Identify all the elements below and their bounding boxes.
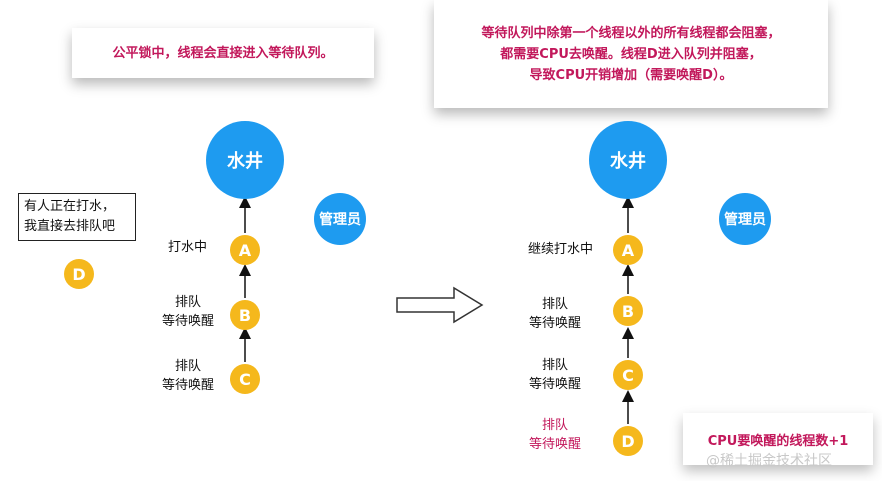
- cpu-note-text: CPU要唤醒的线程数+1: [707, 433, 849, 449]
- watermark: @稀土掘金技术社区: [706, 453, 832, 469]
- label-line: 等待唤醒: [529, 437, 582, 452]
- thread-b-right-label: 排队 等待唤醒: [529, 295, 581, 333]
- speech-line-2: 我直接去排队吧: [24, 219, 116, 234]
- label-line: 排队: [175, 359, 202, 374]
- thread-c-left-label: 排队 等待唤醒: [162, 357, 214, 395]
- right-note-line-1: 等待队列中除第一个线程以外的所有线程都会阻塞，: [481, 25, 781, 41]
- thread-b-right: B: [613, 296, 643, 326]
- thread-d-right: D: [613, 426, 643, 456]
- thread-letter: D: [621, 431, 635, 451]
- label-line: 等待唤醒: [529, 377, 582, 392]
- label-line: 排队: [542, 358, 569, 373]
- well-node-right: 水井: [589, 121, 667, 199]
- label-line: 继续打水中: [528, 242, 594, 257]
- left-note-text: 公平锁中，线程会直接进入等待队列。: [112, 45, 334, 61]
- well-label-right: 水井: [610, 151, 646, 172]
- well-label-left: 水井: [227, 151, 263, 172]
- speech-line-1: 有人正在打水，: [24, 199, 116, 214]
- label-line: 等待唤醒: [529, 316, 582, 331]
- thread-letter: A: [238, 240, 252, 260]
- admin-node-left: 管理员: [314, 193, 366, 245]
- thread-c-left: C: [230, 364, 260, 394]
- speech-box: 有人正在打水， 我直接去排队吧: [18, 193, 136, 241]
- label-line: 排队: [542, 418, 569, 433]
- thread-letter: A: [621, 240, 635, 260]
- label-line: 排队: [542, 297, 569, 312]
- cpu-note: CPU要唤醒的线程数+1: [683, 413, 873, 465]
- label-line: 等待唤醒: [162, 378, 215, 393]
- thread-a-left-label: 打水中: [168, 238, 207, 257]
- right-note-line-3: 导致CPU开销增加（需要唤醒D）。: [529, 67, 733, 83]
- thread-b-left-label: 排队 等待唤醒: [162, 293, 214, 331]
- thread-a-right-label: 继续打水中: [528, 240, 593, 259]
- label-line: 排队: [175, 295, 202, 310]
- thread-letter: D: [72, 264, 86, 284]
- admin-label-right: 管理员: [724, 212, 766, 228]
- thread-a-right: A: [613, 235, 643, 265]
- label-line: 等待唤醒: [162, 314, 215, 329]
- thread-letter: C: [622, 365, 634, 385]
- thread-c-right: C: [613, 360, 643, 390]
- thread-b-left: B: [230, 300, 260, 330]
- admin-label-left: 管理员: [319, 212, 361, 228]
- transition-arrow: [396, 286, 484, 324]
- thread-letter: B: [238, 305, 252, 325]
- right-note: 等待队列中除第一个线程以外的所有线程都会阻塞， 都需要CPU去唤醒。线程D进入队…: [434, 0, 828, 108]
- thread-letter: C: [239, 369, 251, 389]
- thread-d-newcomer: D: [64, 259, 94, 289]
- label-line: 打水中: [168, 240, 208, 255]
- left-note: 公平锁中，线程会直接进入等待队列。: [72, 28, 374, 78]
- thread-a-left: A: [230, 235, 260, 265]
- thread-c-right-label: 排队 等待唤醒: [529, 356, 581, 394]
- well-node-left: 水井: [206, 121, 284, 199]
- right-note-line-2: 都需要CPU去唤醒。线程D进入队列并阻塞，: [500, 46, 762, 62]
- admin-node-right: 管理员: [719, 193, 771, 245]
- thread-d-right-label: 排队 等待唤醒: [529, 416, 581, 454]
- thread-letter: B: [621, 301, 635, 321]
